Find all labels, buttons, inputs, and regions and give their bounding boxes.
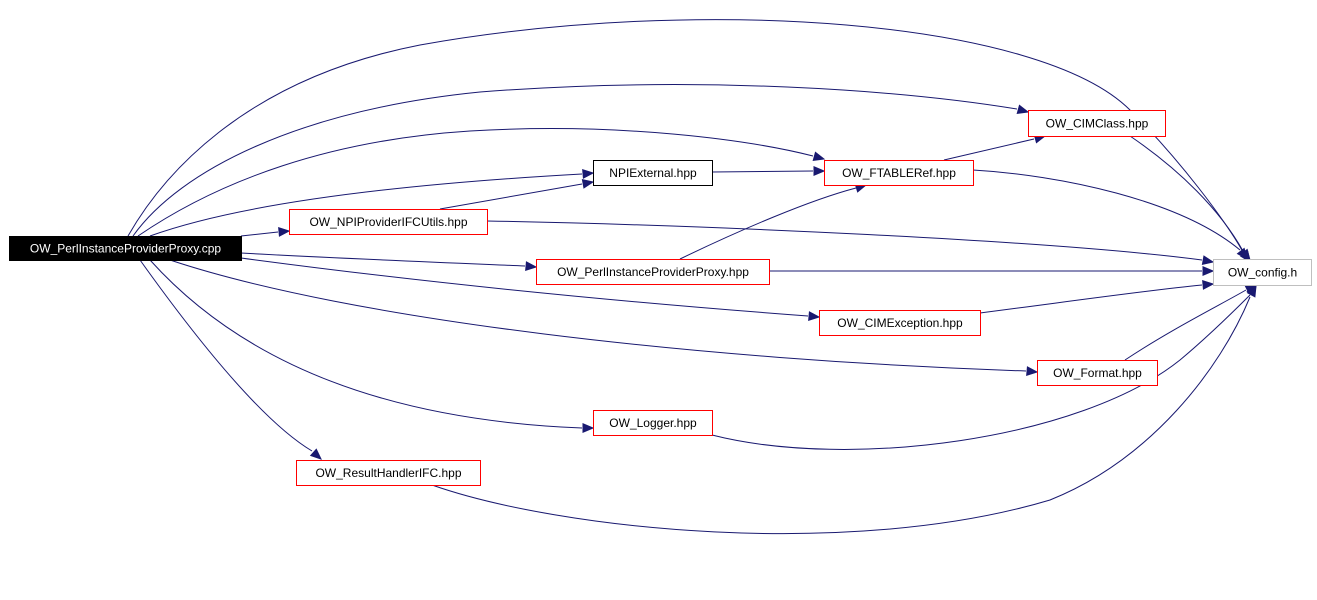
node-box	[289, 209, 488, 235]
edge-ftable-to-config	[972, 169, 1248, 261]
edge-root-to-ftable	[137, 128, 826, 237]
edge-line	[431, 296, 1251, 535]
node-perlhpp[interactable]: OW_PerlInstanceProviderProxy.hpp	[536, 259, 770, 285]
edge-line	[1124, 289, 1247, 361]
arrow-head-icon	[1026, 366, 1039, 376]
node-label: NPIExternal.hpp	[609, 166, 697, 180]
edge-format-to-config	[1124, 284, 1258, 361]
edge-line	[979, 284, 1203, 314]
edge-line	[132, 84, 1018, 237]
edge-line	[679, 187, 857, 260]
arrow-head-icon	[525, 261, 538, 271]
arrow-head-icon	[1246, 284, 1257, 298]
node-box	[1037, 360, 1158, 386]
node-npiutils[interactable]: OW_NPIProviderIFCUtils.hpp	[289, 209, 488, 235]
node-box	[593, 160, 713, 186]
edge-root-to-npiext	[149, 169, 595, 237]
arrow-head-icon	[1016, 104, 1030, 115]
edge-line	[240, 257, 809, 317]
edge-line	[149, 173, 583, 237]
edge-root-to-cimexc	[240, 257, 821, 321]
nodes-layer: OW_PerlInstanceProviderProxy.cpp OW_NPIPr…	[9, 110, 1312, 486]
arrow-head-icon	[812, 151, 826, 162]
node-config[interactable]: OW_config.h	[1213, 259, 1312, 286]
node-result[interactable]: OW_ResultHandlerIFC.hpp	[296, 460, 481, 486]
edge-line	[972, 169, 1241, 251]
node-box	[296, 460, 481, 486]
edge-line	[240, 231, 279, 237]
arrow-head-icon	[813, 166, 826, 176]
edge-cimclass-to-config	[1129, 135, 1251, 262]
node-box	[1028, 110, 1166, 137]
edge-root-to-format	[169, 259, 1039, 376]
edge-line	[139, 259, 313, 452]
edge-npiutils-to-config	[486, 220, 1215, 265]
edge-npiutils-to-npiext	[439, 179, 595, 210]
edge-root-to-npiutils	[240, 227, 291, 237]
node-box	[9, 236, 242, 261]
arrow-head-icon	[1239, 248, 1251, 262]
edge-line	[240, 252, 526, 267]
edge-root-to-perlhpp	[240, 252, 538, 271]
node-label: OW_NPIProviderIFCUtils.hpp	[309, 215, 467, 229]
edge-line	[943, 138, 1035, 161]
node-box	[593, 410, 713, 436]
edge-root-to-cimclass	[132, 84, 1030, 237]
node-label: OW_PerlInstanceProviderProxy.hpp	[557, 265, 749, 279]
node-label: OW_PerlInstanceProviderProxy.cpp	[30, 242, 222, 256]
node-box	[819, 310, 981, 336]
node-label: OW_ResultHandlerIFC.hpp	[315, 466, 461, 480]
edge-npiext-to-ftable	[711, 166, 826, 176]
arrow-head-icon	[1201, 255, 1215, 265]
node-box	[824, 160, 974, 186]
edge-line	[439, 183, 583, 210]
edge-line	[127, 19, 1244, 253]
node-ftable[interactable]: OW_FTABLERef.hpp	[824, 160, 974, 186]
edge-line	[149, 259, 583, 429]
edge-result-to-config	[431, 284, 1257, 535]
node-label: OW_CIMClass.hpp	[1046, 117, 1149, 131]
node-label: OW_Format.hpp	[1053, 366, 1142, 380]
node-box	[1213, 259, 1312, 286]
node-cimexc[interactable]: OW_CIMException.hpp	[819, 310, 981, 336]
edge-line	[486, 220, 1203, 261]
arrow-head-icon	[582, 169, 595, 179]
arrow-head-icon	[1202, 266, 1215, 276]
node-npiext[interactable]: NPIExternal.hpp	[593, 160, 713, 186]
edge-root-to-logger	[149, 259, 595, 433]
edge-perlhpp-to-ftable	[679, 183, 868, 260]
node-label: OW_FTABLERef.hpp	[842, 166, 956, 180]
edges-layer	[127, 19, 1258, 535]
node-label: OW_CIMException.hpp	[837, 316, 963, 330]
arrow-head-icon	[1202, 280, 1215, 290]
node-format[interactable]: OW_Format.hpp	[1037, 360, 1158, 386]
node-label: OW_config.h	[1228, 266, 1297, 280]
node-cimclass[interactable]: OW_CIMClass.hpp	[1028, 110, 1166, 137]
node-box	[536, 259, 770, 285]
arrow-head-icon	[278, 227, 291, 237]
edge-line	[1129, 135, 1244, 252]
node-root: OW_PerlInstanceProviderProxy.cpp	[9, 236, 242, 261]
edge-line	[137, 128, 814, 237]
node-logger[interactable]: OW_Logger.hpp	[593, 410, 713, 436]
arrow-head-icon	[808, 311, 821, 321]
edge-cimexc-to-config	[979, 280, 1215, 314]
edge-line	[711, 294, 1251, 450]
edge-ftable-to-cimclass	[943, 133, 1047, 161]
edge-line	[169, 259, 1027, 372]
edge-line	[711, 170, 814, 173]
node-label: OW_Logger.hpp	[609, 416, 697, 430]
arrow-head-icon	[309, 448, 322, 460]
arrow-head-icon	[581, 179, 595, 189]
edge-logger-to-config	[711, 283, 1257, 450]
edge-perlhpp-to-config	[769, 266, 1215, 276]
edge-root-to-result	[139, 259, 322, 460]
arrow-head-icon	[582, 423, 595, 433]
